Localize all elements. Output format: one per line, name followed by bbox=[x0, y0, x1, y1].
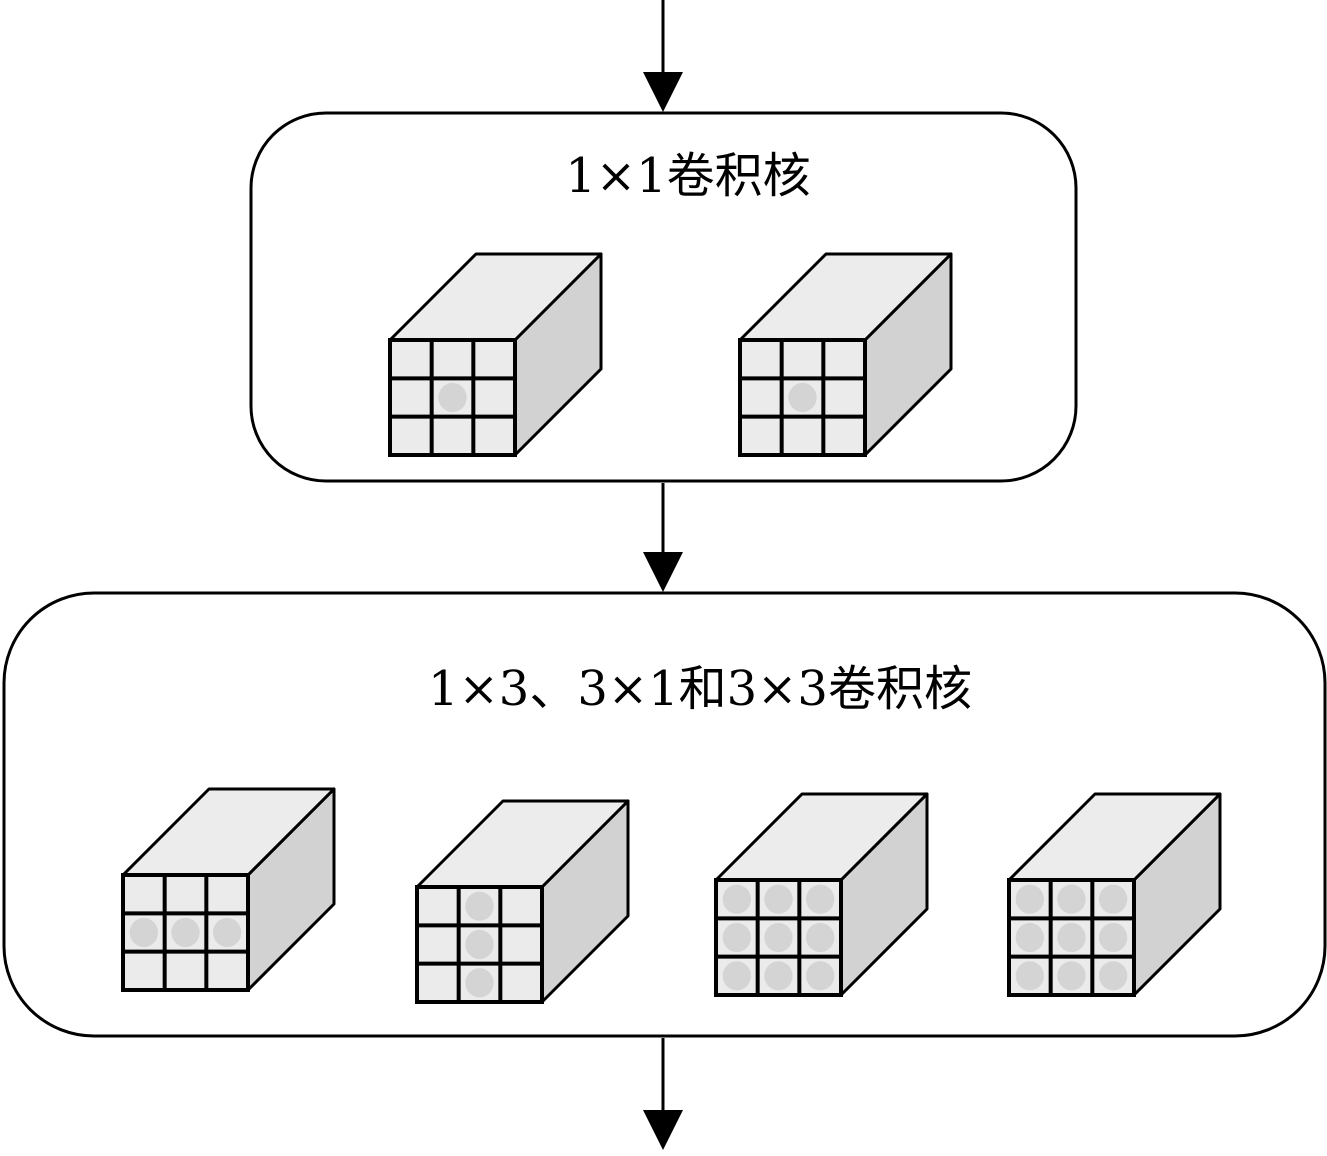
bottom-kernel-2 bbox=[415, 799, 630, 1004]
kernel-active-cell bbox=[129, 917, 158, 948]
kernel-active-cell bbox=[722, 922, 751, 953]
bottom-panel-box bbox=[2, 591, 1327, 1038]
kernel-active-cell bbox=[1057, 961, 1086, 991]
kernel-active-cell bbox=[764, 961, 793, 991]
top-kernel-2 bbox=[738, 252, 953, 457]
bottom-kernel-4 bbox=[1007, 792, 1222, 997]
kernel-active-cell bbox=[438, 382, 467, 413]
top-kernel-1 bbox=[388, 252, 603, 457]
kernel-active-cell bbox=[465, 968, 494, 998]
kernel-active-cell bbox=[764, 922, 793, 953]
bottom-panel: 1×3、3×1和3×3卷积核 bbox=[2, 591, 1327, 1038]
kernel-active-cell bbox=[806, 961, 835, 991]
top-panel-title: 1×1卷积核 bbox=[565, 148, 810, 204]
kernel-active-cell bbox=[465, 891, 494, 921]
kernel-active-cell bbox=[213, 917, 242, 948]
kernel-active-cell bbox=[1099, 922, 1128, 953]
kernel-active-cell bbox=[1015, 884, 1044, 914]
kernel-active-cell bbox=[722, 961, 751, 991]
kernel-active-cell bbox=[1015, 922, 1044, 953]
kernel-active-cell bbox=[806, 922, 835, 953]
bottom-panel-title: 1×3、3×1和3×3卷积核 bbox=[428, 661, 972, 717]
bottom-kernel-3 bbox=[714, 792, 929, 997]
kernel-active-cell bbox=[1057, 884, 1086, 914]
kernel-active-cell bbox=[171, 917, 200, 948]
kernel-active-cell bbox=[465, 929, 494, 960]
kernel-active-cell bbox=[722, 884, 751, 914]
kernel-active-cell bbox=[788, 382, 817, 413]
middle-arrow bbox=[643, 483, 683, 592]
output-arrow bbox=[643, 1038, 683, 1150]
bottom-kernels bbox=[121, 787, 1222, 1004]
top-panel: 1×1卷积核 bbox=[249, 111, 1078, 483]
kernel-active-cell bbox=[764, 884, 793, 914]
kernel-active-cell bbox=[1057, 922, 1086, 953]
kernel-active-cell bbox=[1099, 961, 1128, 991]
kernel-active-cell bbox=[1099, 884, 1128, 914]
kernel-active-cell bbox=[1015, 961, 1044, 991]
input-arrow bbox=[643, 0, 683, 112]
kernel-active-cell bbox=[806, 884, 835, 914]
top-kernels bbox=[388, 252, 953, 457]
bottom-kernel-1 bbox=[121, 787, 336, 992]
